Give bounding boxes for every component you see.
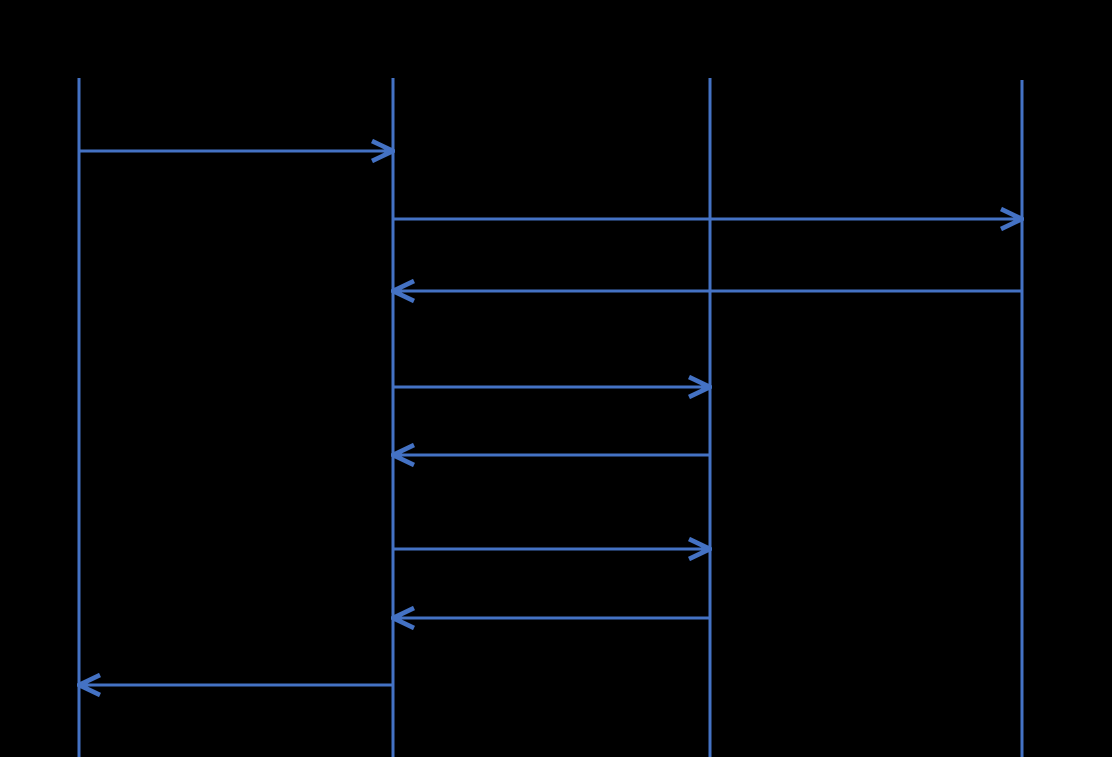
sequence-diagram (77, 78, 1024, 757)
sequence-diagram-canvas (77, 78, 1024, 757)
